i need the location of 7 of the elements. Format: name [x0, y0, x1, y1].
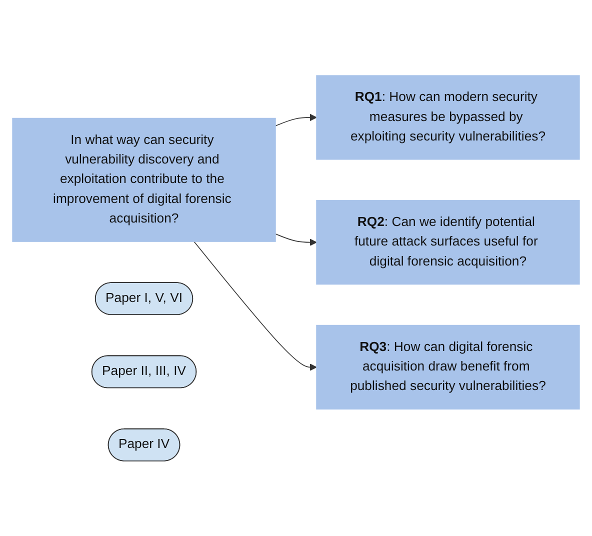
arrow	[275, 233, 317, 246]
arrow	[194, 240, 317, 371]
arrow	[275, 114, 317, 126]
node-box: In what way can security vulnerability discovery and exploitation contribute to the improvement of digital forensic acquisition?	[12, 118, 276, 242]
node-box: RQ2: Can we identify potential future attack surfaces useful for digital forensic acquisition?	[316, 200, 580, 284]
node-box: RQ3: How can digital forensic acquisition draw benefit from published security vulnerabilities?	[316, 324, 580, 410]
node-box: RQ1: How can modern security measures be bypassed by exploiting security vulnerabilities?	[316, 74, 580, 160]
